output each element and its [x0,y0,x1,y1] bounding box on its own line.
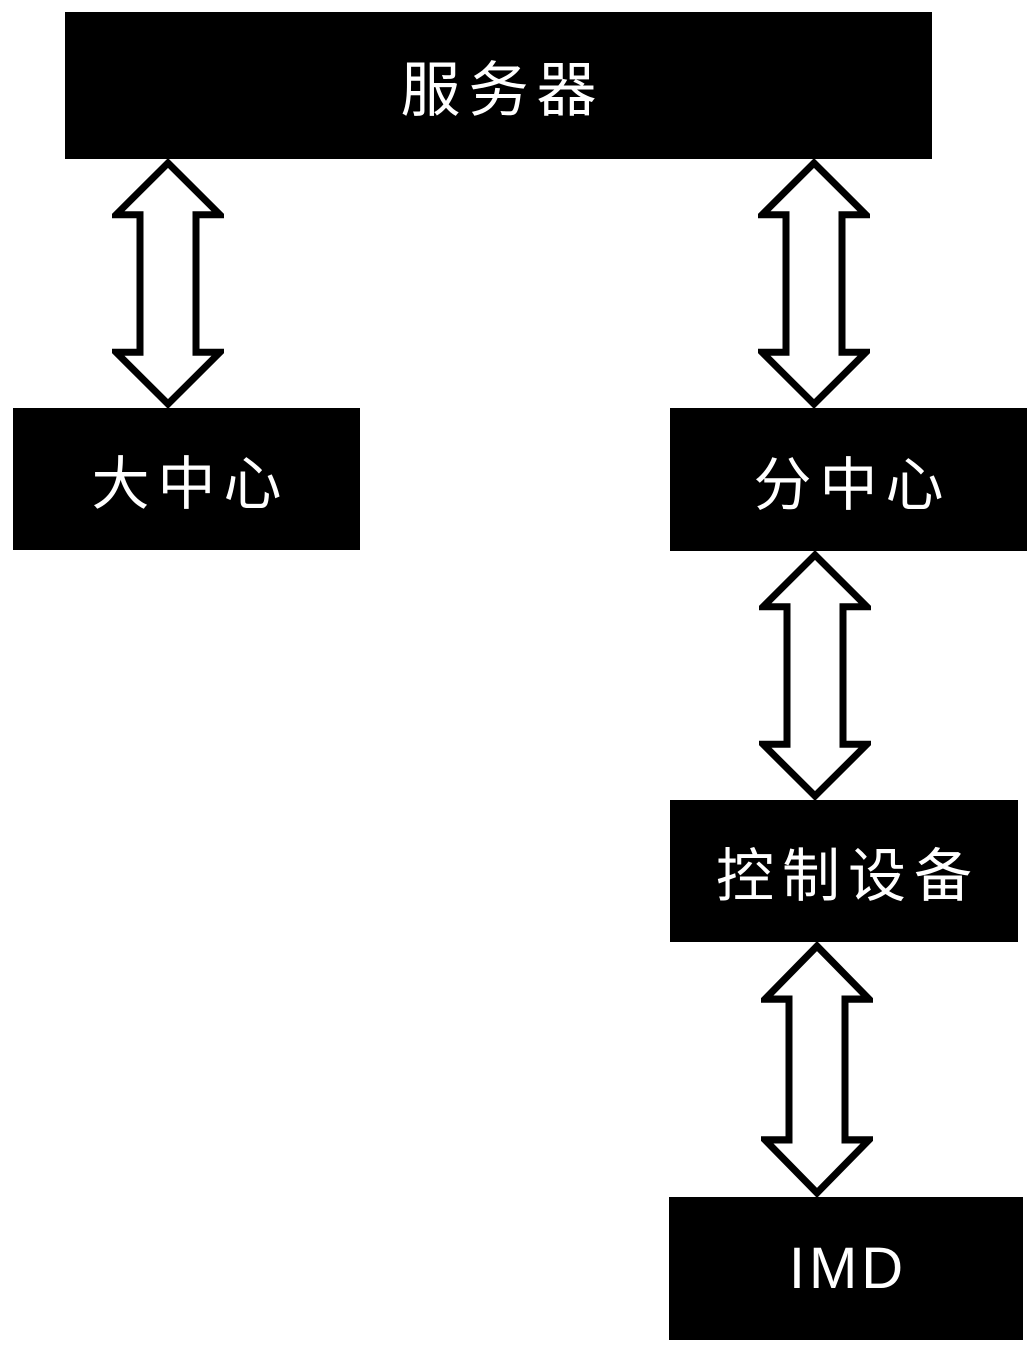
node-imd: IMD [669,1197,1023,1340]
node-big-center: 大中心 [13,408,360,550]
node-imd-label: IMD [788,1236,908,1301]
double-arrow-server-bigcenter-icon [112,159,224,408]
node-server: 服务器 [65,12,932,159]
node-sub-center-label: 分中心 [753,452,952,518]
double-arrow-controldevice-imd-icon [761,942,873,1197]
double-arrow-subcenter-controldevice-icon [759,551,871,800]
node-server-label: 服务器 [400,57,605,124]
node-big-center-label: 大中心 [91,452,290,517]
node-sub-center: 分中心 [670,408,1027,551]
node-control-device: 控制设备 [670,800,1018,942]
double-arrow-server-subcenter-icon [758,159,870,408]
node-control-device-label: 控制设备 [715,844,980,909]
